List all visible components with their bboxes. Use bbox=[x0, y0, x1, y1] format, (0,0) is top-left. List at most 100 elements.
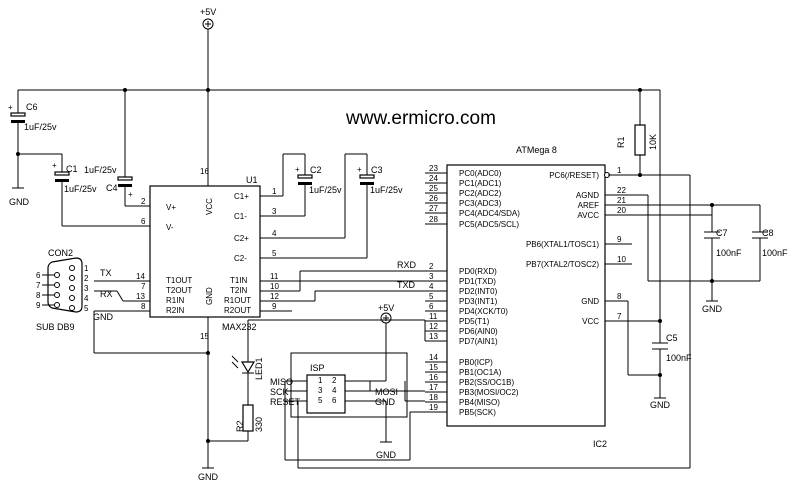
svg-text:GND: GND bbox=[702, 304, 723, 314]
ic2-left-pin-name: PD5(T1) bbox=[459, 317, 490, 326]
ground-main: GND bbox=[198, 467, 219, 482]
svg-text:1: 1 bbox=[84, 264, 89, 273]
c4-ref: C4 bbox=[106, 183, 118, 193]
ground-c6: GND bbox=[9, 187, 30, 207]
resistor-r2: R2 330 bbox=[235, 404, 264, 441]
svg-text:MISO: MISO bbox=[270, 377, 293, 387]
c5-ref: C5 bbox=[666, 333, 678, 343]
resistor-r1: R1 10K bbox=[616, 90, 658, 175]
svg-text:R1IN: R1IN bbox=[166, 296, 184, 305]
svg-text:13: 13 bbox=[136, 292, 145, 301]
svg-text:2: 2 bbox=[84, 274, 89, 283]
ground-isp: GND bbox=[376, 441, 397, 460]
svg-text:5: 5 bbox=[84, 304, 89, 313]
ic2-left-pin-number: 26 bbox=[429, 194, 438, 203]
svg-text:6: 6 bbox=[332, 396, 337, 405]
ic2-left-pin-number: 14 bbox=[429, 353, 438, 362]
ic2-right-pin-name: VCC bbox=[582, 317, 599, 326]
r1-ref: R1 bbox=[616, 136, 626, 148]
ic2-right-pin-name: AREF bbox=[578, 201, 599, 210]
svg-text:6: 6 bbox=[36, 271, 41, 280]
led1-ref: LED1 bbox=[254, 357, 264, 380]
ic2-right-pin-number: 20 bbox=[617, 206, 626, 215]
ic2-left-pin-name: PB4(MISO) bbox=[459, 398, 500, 407]
svg-text:1: 1 bbox=[318, 376, 323, 385]
capacitor-c3: + C3 1uF/25v bbox=[344, 153, 403, 258]
svg-text:R2OUT: R2OUT bbox=[224, 306, 251, 315]
svg-text:16: 16 bbox=[200, 167, 209, 176]
c3-ref: C3 bbox=[371, 165, 383, 175]
c6-value: 1uF/25v bbox=[24, 122, 57, 132]
svg-text:5: 5 bbox=[272, 249, 277, 258]
svg-text:C2+: C2+ bbox=[234, 234, 249, 243]
svg-text:+: + bbox=[128, 190, 133, 199]
svg-text:T2IN: T2IN bbox=[230, 286, 248, 295]
svg-text:T1IN: T1IN bbox=[230, 276, 248, 285]
svg-text:8: 8 bbox=[141, 302, 146, 311]
ic2-right-pin-number: 8 bbox=[617, 292, 622, 301]
svg-text:V-: V- bbox=[166, 223, 174, 232]
con2-ref: CON2 bbox=[48, 248, 73, 258]
svg-text:R1OUT: R1OUT bbox=[224, 296, 251, 305]
svg-text:3: 3 bbox=[318, 386, 323, 395]
ic2-left-pin-number: 24 bbox=[429, 174, 438, 183]
svg-text:8: 8 bbox=[36, 291, 41, 300]
ic2-left-pin-name: PD1(TXD) bbox=[459, 277, 496, 286]
ic2-left-pin-number: 28 bbox=[429, 215, 438, 224]
svg-text:7: 7 bbox=[141, 282, 146, 291]
svg-text:C2-: C2- bbox=[234, 254, 247, 263]
ic2-right-pin-number: 10 bbox=[617, 255, 626, 264]
svg-text:+: + bbox=[295, 165, 300, 174]
svg-text:2: 2 bbox=[141, 197, 146, 206]
ic2-right-pin-name: AVCC bbox=[577, 211, 599, 220]
svg-text:+: + bbox=[52, 161, 57, 170]
ic2-right-pin-number: 21 bbox=[617, 196, 626, 205]
svg-text:GND: GND bbox=[198, 472, 219, 482]
vcc-supply-top: +5V bbox=[200, 7, 216, 30]
svg-text:GND: GND bbox=[375, 397, 396, 407]
capacitor-c8: C8 100nF bbox=[752, 228, 788, 281]
ground-c5: GND bbox=[650, 397, 671, 410]
svg-text:VCC: VCC bbox=[205, 198, 214, 215]
u1-ref: U1 bbox=[246, 175, 258, 185]
c7-ref: C7 bbox=[716, 228, 728, 238]
ic2-right-pin-number: 7 bbox=[617, 312, 622, 321]
ic2-left-pin-number: 12 bbox=[429, 322, 438, 331]
ic2-left-pin-number: 25 bbox=[429, 184, 438, 193]
svg-text:GND: GND bbox=[205, 287, 214, 305]
svg-text:4: 4 bbox=[84, 294, 89, 303]
net-txd-label: TXD bbox=[397, 280, 416, 290]
svg-text:4: 4 bbox=[332, 386, 337, 395]
c7-value: 100nF bbox=[716, 248, 742, 258]
isp-ref: ISP bbox=[310, 363, 325, 373]
svg-text:10: 10 bbox=[270, 282, 279, 291]
ic2-left-pin-name: PB2(SS/OC1B) bbox=[459, 378, 514, 387]
svg-text:3: 3 bbox=[272, 207, 277, 216]
c1-value: 1uF/25v bbox=[64, 184, 97, 194]
ic2-right-pin-name: AGND bbox=[576, 191, 599, 200]
ic2-right-pin-number: 1 bbox=[617, 166, 622, 175]
c6-ref: C6 bbox=[26, 102, 38, 112]
svg-text:GND: GND bbox=[650, 400, 671, 410]
ic2-left-pin-name: PC3(ADC3) bbox=[459, 199, 502, 208]
svg-text:C1-: C1- bbox=[234, 212, 247, 221]
capacitor-c6: + C6 1uF/25v bbox=[8, 90, 57, 188]
watermark-text: www.ermicro.com bbox=[345, 108, 496, 129]
isp-header: ISP 1 2 3 4 5 6 MISO SCK RESET MOSI GND bbox=[270, 363, 398, 414]
vcc-isp-label: +5V bbox=[378, 303, 394, 313]
ic2-left-pin-number: 15 bbox=[429, 363, 438, 372]
ic2-left-pin-name: PB1(OC1A) bbox=[459, 368, 502, 377]
ic2-left-pins: 23PC0(ADC0)24PC1(ADC1)25PC2(ADC2)26PC3(A… bbox=[425, 164, 520, 417]
svg-text:C1+: C1+ bbox=[234, 192, 249, 201]
ic2-ref: IC2 bbox=[593, 439, 607, 449]
capacitor-c4: + 1uF/25v C4 bbox=[84, 90, 133, 206]
svg-text:12: 12 bbox=[270, 292, 279, 301]
ic2-left-pin-number: 17 bbox=[429, 383, 438, 392]
svg-text:T1OUT: T1OUT bbox=[166, 276, 192, 285]
svg-text:+: + bbox=[8, 103, 13, 112]
svg-text:14: 14 bbox=[136, 272, 145, 281]
ic2-left-pin-number: 4 bbox=[429, 282, 434, 291]
ic2-right-pin-number: 22 bbox=[617, 186, 626, 195]
